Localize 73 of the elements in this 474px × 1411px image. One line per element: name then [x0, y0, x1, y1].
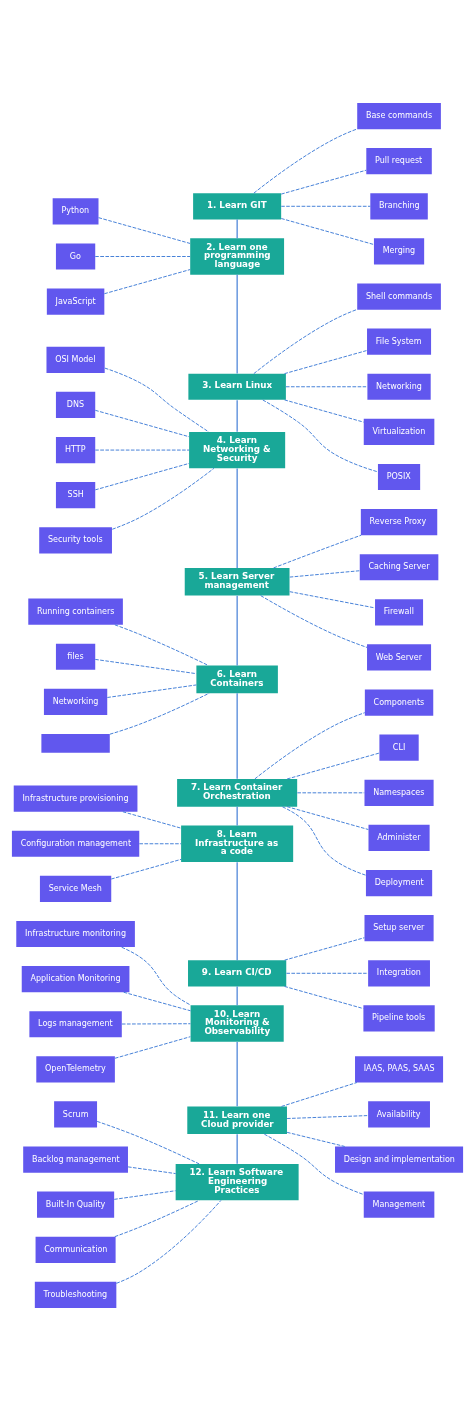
connector: [113, 624, 209, 666]
connector: [286, 1131, 345, 1147]
connector: [121, 1023, 191, 1025]
node-box: 8. Learn Infrastructure as a code: [180, 825, 293, 862]
connector: [280, 1082, 357, 1107]
connector: [283, 350, 367, 375]
connector: [280, 218, 374, 245]
connector: [120, 946, 191, 1006]
node-box: 12. Learn Software Engineering Practices: [175, 1163, 299, 1201]
connector: [296, 792, 365, 794]
connector: [285, 972, 369, 974]
connector: [121, 811, 181, 829]
connector: [281, 806, 366, 876]
connector: [236, 274, 238, 375]
connector: [97, 217, 190, 244]
connector: [104, 367, 209, 433]
node-box: 10. Learn Monitoring & Observability: [190, 1005, 284, 1042]
connector: [106, 684, 197, 698]
connector: [115, 1199, 221, 1284]
connector: [236, 806, 238, 827]
connector: [283, 985, 364, 1010]
connector: [94, 409, 189, 438]
node-box: 1. Learn GIT: [192, 193, 281, 220]
connector: [110, 858, 182, 880]
connector: [283, 399, 364, 423]
node-box: 11. Learn one Cloud provider: [186, 1106, 287, 1135]
connector: [236, 1041, 238, 1107]
connector: [286, 1115, 369, 1119]
connector: [283, 937, 365, 961]
connector: [114, 1036, 191, 1059]
connector: [236, 595, 238, 666]
node-box: 4. Learn Networking & Security: [188, 431, 285, 469]
connector: [252, 128, 358, 194]
connector: [94, 462, 189, 491]
connector: [236, 692, 238, 780]
node-box: [40, 733, 110, 753]
connector: [108, 692, 210, 735]
connector: [236, 218, 238, 239]
node-box: 2. Learn one programming language: [189, 238, 284, 275]
node-box: 5. Learn Server management: [184, 567, 290, 596]
connector: [280, 169, 367, 195]
connector: [236, 1133, 238, 1165]
connector: [122, 991, 191, 1012]
connector: [236, 861, 238, 961]
connector: [261, 399, 378, 473]
connector: [263, 1133, 364, 1195]
connector: [103, 269, 191, 295]
node-box: 3. Learn Linux: [187, 373, 286, 400]
connector: [272, 534, 362, 569]
connector: [288, 591, 375, 609]
node-box: 6. Learn Containers: [195, 665, 278, 694]
connector: [94, 449, 189, 451]
connector: [236, 399, 238, 433]
connector: [280, 205, 371, 207]
connector: [111, 467, 214, 530]
connector: [259, 595, 367, 648]
connector: [94, 658, 197, 675]
connector: [286, 806, 369, 830]
connector: [288, 570, 360, 578]
node-box: 9. Learn CI/CD: [187, 960, 286, 987]
connector: [96, 1120, 200, 1165]
connector: [94, 256, 190, 257]
connector: [285, 386, 368, 388]
connector: [127, 1166, 176, 1175]
connector: [286, 752, 380, 780]
connector: [236, 985, 238, 1006]
connector: [236, 467, 238, 569]
connector: [253, 712, 365, 780]
connector: [252, 308, 358, 375]
node-box: 7. Learn Container Orchestration: [176, 779, 297, 807]
connector: [113, 1190, 176, 1200]
connector: [138, 843, 181, 845]
connector: [113, 1199, 200, 1238]
